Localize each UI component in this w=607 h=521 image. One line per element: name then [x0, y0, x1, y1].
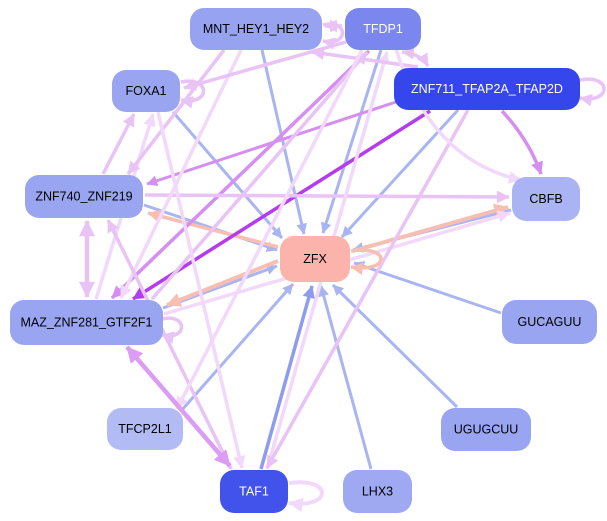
node-GUCAGUU[interactable]: GUCAGUU	[502, 300, 597, 344]
edge-MNT_HEY1_HEY2-to-ZNF740_ZNF219	[126, 48, 226, 176]
node-shape-MNT_HEY1_HEY2[interactable]	[190, 8, 322, 50]
edge-ZNF711_TFAP2A_TFAP2D-to-CBFB	[500, 109, 543, 175]
node-FOXA1[interactable]: FOXA1	[112, 70, 180, 112]
node-TFCP2L1[interactable]: TFCP2L1	[107, 408, 183, 450]
node-LHX3[interactable]: LHX3	[343, 470, 412, 513]
node-shape-ZFX[interactable]	[280, 236, 350, 282]
node-shape-TFCP2L1[interactable]	[107, 408, 183, 450]
node-label-TAF1: TAF1	[239, 485, 269, 499]
node-label-ZFX: ZFX	[303, 252, 327, 266]
node-ZFX[interactable]: ZFX	[280, 236, 350, 282]
node-label-ZNF740_ZNF219: ZNF740_ZNF219	[35, 190, 132, 204]
edge-TFDP1-to-MAZ_ZNF281_GTF2F1	[110, 49, 371, 300]
edge-MAZ_ZNF281_GTF2F1-to-TFDP1	[150, 50, 369, 301]
edge-MNT_HEY1_HEY2-to-MAZ_ZNF281_GTF2F1	[119, 49, 243, 299]
node-label-LHX3: LHX3	[362, 485, 393, 499]
edge-UGUGCUU-to-ZFX	[331, 283, 459, 409]
node-shape-ZNF740_ZNF219[interactable]	[25, 175, 143, 218]
self-loop-TAF1	[288, 480, 324, 512]
node-shape-LHX3[interactable]	[343, 470, 412, 513]
self-loop-ZFX	[350, 248, 383, 275]
node-ZNF711_TFAP2A_TFAP2D[interactable]: ZNF711_TFAP2A_TFAP2D	[394, 68, 580, 110]
edge-ZNF740_ZNF219-to-CBFB	[144, 190, 510, 204]
node-label-FOXA1: FOXA1	[126, 84, 167, 98]
node-label-TFCP2L1: TFCP2L1	[118, 422, 172, 436]
node-label-GUCAGUU: GUCAGUU	[518, 315, 582, 329]
edge-TAF1-to-ZFX	[259, 285, 315, 470]
node-shape-TFDP1[interactable]	[345, 8, 421, 50]
node-MNT_HEY1_HEY2[interactable]: MNT_HEY1_HEY2	[190, 8, 322, 50]
self-loop-FOXA1	[180, 79, 206, 109]
node-ZNF740_ZNF219[interactable]: ZNF740_ZNF219	[25, 175, 143, 218]
node-label-CBFB: CBFB	[529, 192, 562, 206]
node-shape-MAZ_ZNF281_GTF2F1[interactable]	[10, 300, 163, 345]
edge-LHX3-to-ZFX	[318, 285, 373, 470]
node-shape-FOXA1[interactable]	[112, 70, 180, 112]
edge-MAZ_ZNF281_GTF2F1-to-TAF1	[125, 345, 232, 468]
node-shape-GUCAGUU[interactable]	[502, 300, 597, 344]
edge-TFDP1-to-FOXA1	[183, 40, 347, 91]
node-shape-UGUGCUU[interactable]	[441, 408, 531, 451]
node-TFDP1[interactable]: TFDP1	[345, 8, 421, 50]
node-label-MNT_HEY1_HEY2: MNT_HEY1_HEY2	[203, 22, 309, 36]
self-loop-MNT_HEY1_HEY2	[322, 22, 345, 50]
node-TAF1[interactable]: TAF1	[220, 470, 288, 513]
node-UGUGCUU[interactable]: UGUGCUU	[441, 408, 531, 451]
node-shape-ZNF711_TFAP2A_TFAP2D[interactable]	[394, 68, 580, 110]
node-shape-CBFB[interactable]	[512, 177, 580, 221]
node-label-MAZ_ZNF281_GTF2F1: MAZ_ZNF281_GTF2F1	[21, 316, 153, 330]
node-CBFB[interactable]: CBFB	[512, 177, 580, 221]
edge-ZNF711_TFAP2A_TFAP2D-to-TAF1	[265, 109, 470, 469]
edge-ZFX-to-MAZ_ZNF281_GTF2F1	[166, 259, 279, 307]
edge-ZFX-to-CBFB	[352, 203, 509, 253]
self-loop-ZNF711_TFAP2A_TFAP2D	[579, 77, 606, 107]
edge-ZNF711_TFAP2A_TFAP2D-to-ZNF740_ZNF219	[146, 100, 397, 186]
node-label-ZNF711_TFAP2A_TFAP2D: ZNF711_TFAP2A_TFAP2D	[411, 82, 563, 96]
node-label-UGUGCUU: UGUGCUU	[454, 423, 519, 437]
self-loop-MAZ_ZNF281_GTF2F1	[161, 316, 184, 344]
edge-TFDP1-to-ZNF711_TFAP2A_TFAP2D	[401, 46, 430, 67]
node-label-TFDP1: TFDP1	[363, 22, 403, 36]
edge-TFDP1-to-ZFX	[320, 49, 383, 234]
edge-MNT_HEY1_HEY2-to-ZFX	[260, 49, 307, 235]
node-shape-TAF1[interactable]	[220, 470, 288, 513]
edge-ZNF740_ZNF219-to-FOXA1	[101, 113, 136, 175]
node-MAZ_ZNF281_GTF2F1[interactable]: MAZ_ZNF281_GTF2F1	[10, 300, 163, 345]
